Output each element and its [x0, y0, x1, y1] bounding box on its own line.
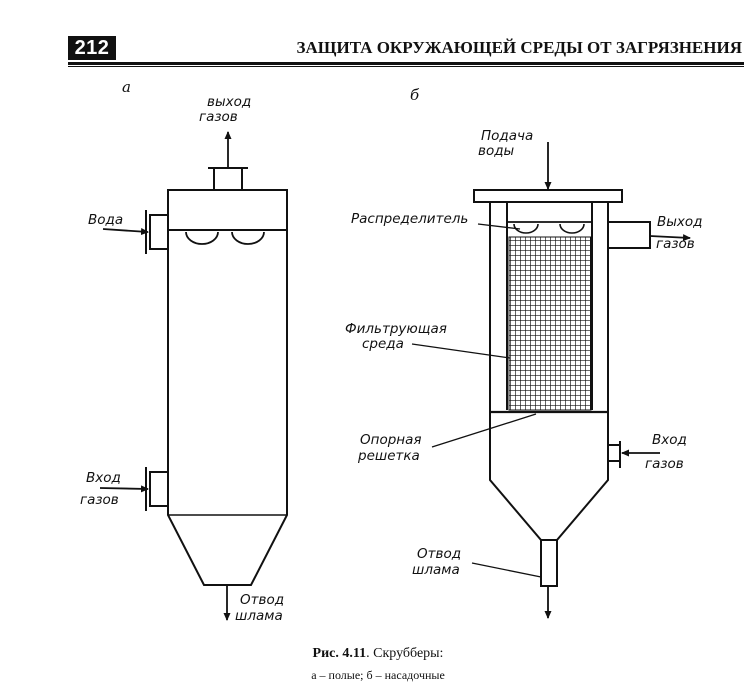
- spray-nozzle-a1: [185, 231, 219, 245]
- scrubber-b-gas-outlet-nozzle: [608, 221, 651, 249]
- figure-title: . Скрубберы:: [366, 646, 444, 661]
- label-a-sludge-1: Отвод: [240, 592, 284, 608]
- label-a-water: Вода: [88, 212, 123, 228]
- label-a-gas-out-1: выход: [207, 94, 251, 110]
- page-number: 212: [68, 36, 116, 60]
- label-b-filter-2: среда: [362, 336, 404, 352]
- figure-legend: а – полые; б – насадочные: [311, 668, 445, 682]
- scrubber-a-gas-inlet-nozzle: [149, 471, 169, 507]
- scrubber-a-water-nozzle: [149, 214, 169, 250]
- distributor-leader: [477, 223, 521, 230]
- panel-a-letter: а: [122, 78, 131, 96]
- panel-b-letter: б: [410, 86, 420, 104]
- figure-number: Рис. 4.11: [312, 646, 367, 661]
- panel-a-arrows: [99, 131, 232, 621]
- spray-nozzle-b1: [513, 223, 539, 234]
- label-b-gas-out-2: газов: [656, 236, 695, 252]
- label-a-gas-out-2: газов: [199, 109, 238, 125]
- label-b-water-in-2: воды: [478, 143, 515, 159]
- scrubber-a-body: [167, 230, 288, 586]
- label-b-grid-2: решетка: [357, 448, 420, 464]
- filter-leader: [411, 343, 511, 359]
- label-b-grid-1: Опорная: [360, 432, 422, 448]
- label-b-filter-1: Фильтрующая: [345, 321, 447, 337]
- running-title: ЗАЩИТА ОКРУЖАЮЩЕЙ СРЕДЫ ОТ ЗАГРЯЗНЕНИЯ: [296, 38, 742, 57]
- sludge-leader-b: [471, 562, 542, 578]
- scrubber-b-gas-inlet-nozzle: [608, 441, 621, 468]
- label-b-gas-in-1: Вход: [652, 432, 687, 448]
- filter-medium: [508, 236, 592, 411]
- label-a-gas-in-1: Вход: [86, 470, 121, 486]
- label-b-gas-out-1: Выход: [657, 214, 703, 230]
- leader-lines: [411, 223, 542, 578]
- header-rule-thin: [68, 66, 744, 67]
- label-a-sludge-2: шлама: [235, 608, 283, 624]
- hollow-scrubber: [145, 167, 288, 586]
- figure-caption: Рис. 4.11. Скрубберы:: [0, 646, 756, 662]
- scrubber-a-gas-outlet-nozzle: [213, 167, 243, 191]
- label-b-sludge-1: Отвод: [417, 546, 461, 562]
- label-b-distributor: Распределитель: [351, 211, 468, 227]
- scrubber-b-top-flange: [473, 189, 623, 203]
- scrubber-a-top-cap: [167, 189, 288, 231]
- panel-b-arrows: [544, 142, 691, 619]
- spray-nozzle-a2: [231, 231, 265, 245]
- gas-in-arrow-a: [99, 485, 149, 493]
- label-a-gas-in-2: газов: [80, 492, 119, 508]
- spray-nozzle-b2: [559, 223, 585, 234]
- label-b-water-in-1: Подача: [481, 128, 533, 144]
- scrubber-b-inner-column: [506, 202, 593, 410]
- water-in-arrow-a: [102, 228, 149, 236]
- grid-leader: [431, 413, 537, 448]
- gas-out-arrow-b: [649, 234, 691, 242]
- label-b-sludge-2: шлама: [412, 562, 460, 578]
- scrubber-b-sludge-pipe: [540, 539, 558, 587]
- packed-scrubber: [473, 189, 651, 587]
- label-b-gas-in-2: газов: [645, 456, 684, 472]
- header-rule: [68, 62, 744, 65]
